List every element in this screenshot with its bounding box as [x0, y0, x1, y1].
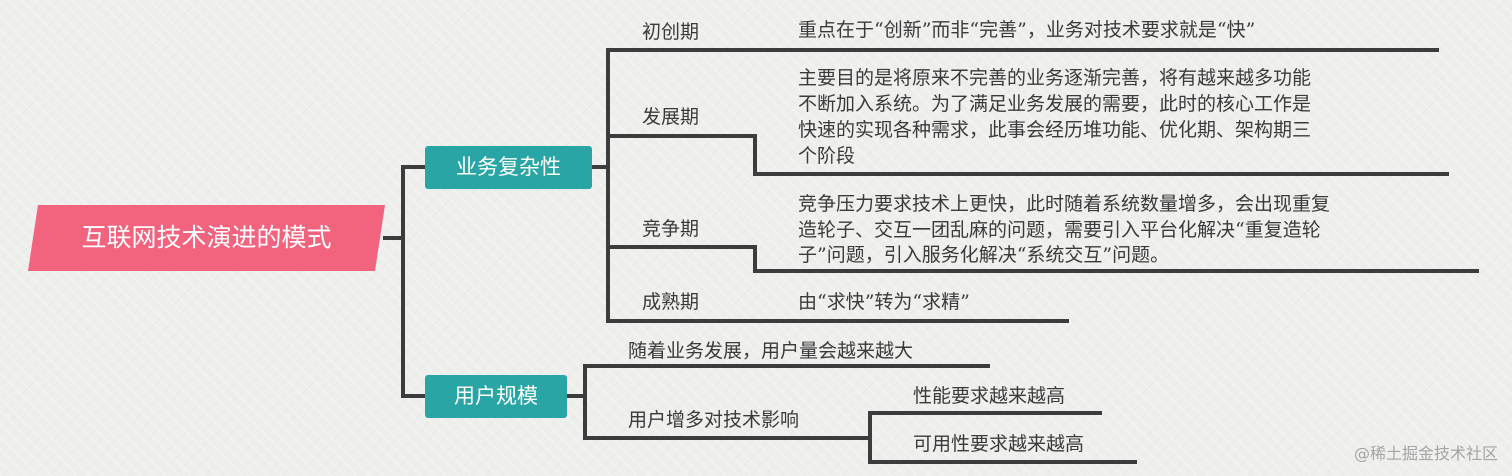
stage-growth-detail-1: 主要目的是将原来不完善的业务逐渐完善，将有越来越多功能	[798, 67, 1312, 89]
stage-growth-detail-4: 个阶段	[798, 145, 856, 167]
users-growth-item[interactable]: 随着业务发展，用户量会越来越大	[628, 340, 914, 362]
watermark: @稀土掘金技术社区	[1353, 444, 1498, 463]
stage-growth-detail-2: 不断加入系统。为了满足业务发展的需要，此时的核心工作是	[798, 93, 1312, 115]
availability-item[interactable]: 可用性要求越来越高	[913, 433, 1085, 455]
root-node-shape	[28, 205, 385, 271]
stage-competition-detail-1: 竞争压力要求技术上更快，此时随着系统数量增多，会出现重复	[798, 193, 1331, 215]
users-impact-item[interactable]: 用户增多对技术影响	[628, 409, 800, 431]
branch-node-user-scale[interactable]: 用户规模	[425, 375, 567, 418]
stage-competition[interactable]: 竞争期	[642, 218, 700, 240]
root-node[interactable]: 互联网技术演进的模式	[28, 205, 385, 271]
stage-mature[interactable]: 成熟期	[642, 291, 700, 313]
connector-business-trunk	[590, 48, 610, 323]
stage-mature-detail: 由“求快”转为“求精”	[798, 291, 970, 313]
stage-growth-detail-3: 快速的实现各种需求，此事会经历堆功能、优化期、架构期三	[798, 119, 1312, 141]
branch-node-business-complexity[interactable]: 业务复杂性	[425, 146, 592, 189]
stage-competition-detail-2: 造轮子、交互一团乱麻的问题，需要引入平台化解决“重复造轮	[798, 219, 1321, 241]
stage-startup[interactable]: 初创期	[642, 21, 700, 43]
connector-users-impact	[583, 411, 872, 464]
connector-users-trunk	[565, 364, 587, 440]
stage-growth[interactable]: 发展期	[642, 106, 700, 128]
connector-root-trunk	[383, 165, 427, 398]
stage-startup-detail: 重点在于“创新”而非“完善”，业务对技术要求就是“快”	[798, 19, 1256, 41]
root-node-label: 互联网技术演进的模式	[81, 223, 332, 252]
connector-competition	[606, 245, 1479, 273]
stage-competition-detail-3: 子”问题，引入服务化解决“系统交互”问题。	[798, 244, 1170, 266]
performance-item[interactable]: 性能要求越来越高	[913, 385, 1066, 407]
connector-growth	[606, 134, 1449, 176]
